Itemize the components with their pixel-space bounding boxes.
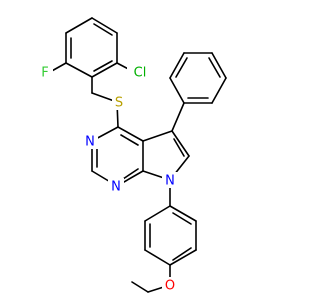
- atom-label-n-bottom: N: [108, 178, 124, 195]
- svg-text:N: N: [111, 180, 121, 195]
- molecule-drawing: Cl F S N N N O: [37, 17, 227, 294]
- atom-label-n-top: N: [82, 133, 98, 150]
- phenyl-ring: [169, 52, 227, 132]
- atom-label-f: F: [37, 64, 53, 81]
- atom-label-n-pyrrole: N: [162, 172, 178, 189]
- svg-text:S: S: [115, 96, 123, 111]
- atom-label-s: S: [112, 94, 126, 111]
- chlorofluorophenyl-ring: [65, 17, 118, 78]
- svg-text:N: N: [85, 135, 95, 150]
- ethoxyphenyl-ring: [144, 205, 197, 266]
- bond-ethyl: [131, 281, 149, 293]
- svg-text:F: F: [41, 66, 48, 81]
- svg-text:O: O: [165, 279, 175, 294]
- svg-text:N: N: [165, 174, 175, 189]
- structure-canvas: Cl F S N N N O: [37, 17, 227, 294]
- atom-label-cl: Cl: [127, 64, 151, 81]
- svg-text:Cl: Cl: [134, 66, 147, 81]
- atom-label-o: O: [162, 277, 178, 294]
